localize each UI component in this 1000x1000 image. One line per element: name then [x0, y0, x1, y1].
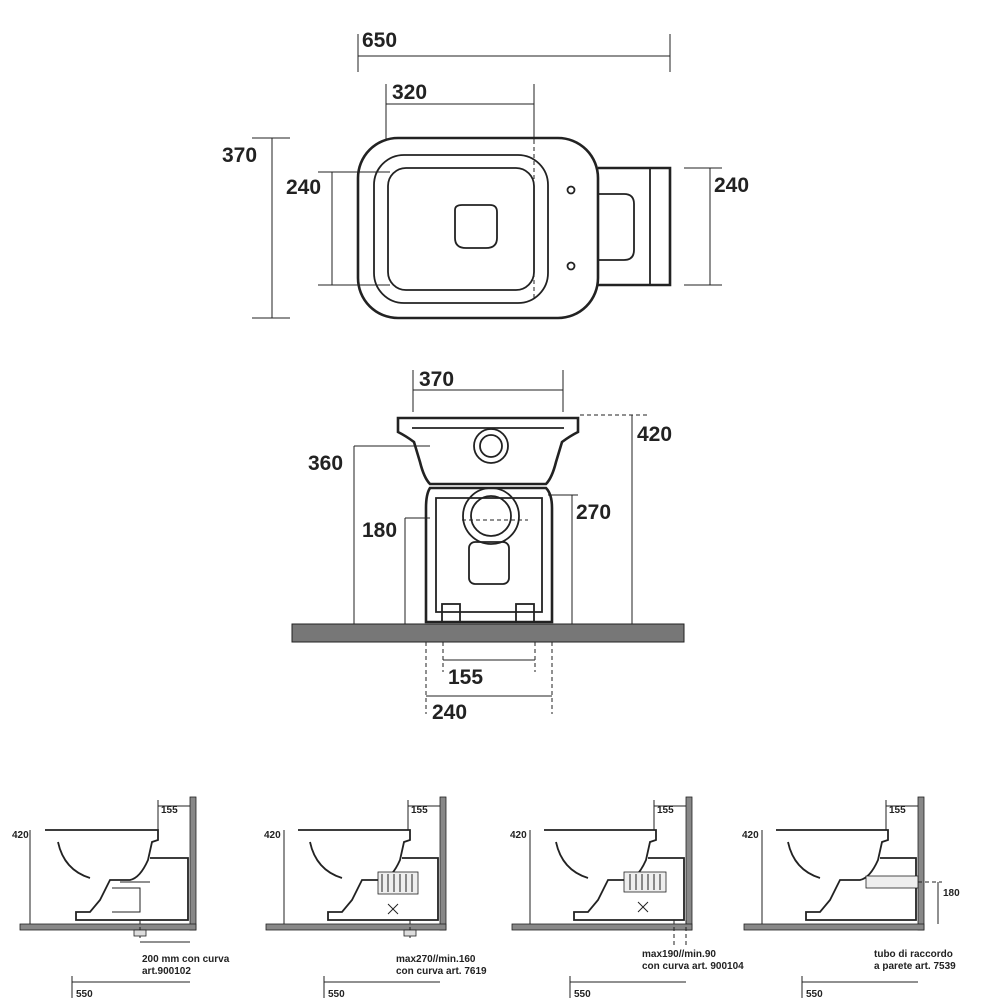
inst3-depth: 550: [574, 989, 591, 1000]
inlet-ring-inner: [479, 434, 503, 458]
inlet-ring-outer: [473, 428, 509, 464]
top-view: 650 320 370 240 240: [222, 29, 749, 320]
inst4-depth: 550: [806, 989, 823, 1000]
inst1-height: 420: [12, 830, 29, 841]
tank-outline: [598, 166, 672, 287]
inst1-note-line2: art.900102: [142, 966, 191, 977]
inst2-note-line1: max270//min.160: [396, 954, 476, 965]
installation-view-1: 155 420 200 mm con curva art.900102 550: [12, 796, 230, 1000]
inst3-offset: 155: [657, 805, 674, 816]
hinge-hole-top: [566, 185, 576, 195]
installation-view-2: 155 420 max270//min.160 con curva art. 7…: [264, 796, 487, 1000]
dim-height-outlet: 270: [576, 501, 611, 524]
inst1-offset: 155: [161, 805, 178, 816]
dim-depth-inner: 240: [286, 176, 321, 199]
front-pedestal: [424, 486, 554, 624]
dim-height-total: 420: [637, 423, 672, 446]
inst4-height: 420: [742, 830, 759, 841]
inst3-height: 420: [510, 830, 527, 841]
bowl-inner: [387, 167, 535, 291]
outlet-ring-inner: [470, 495, 512, 537]
inst2-offset: 155: [411, 805, 428, 816]
installation-view-4: 155 420 180 tubo di raccordo a parete ar…: [742, 796, 960, 1000]
dim-height-bowl: 360: [308, 452, 343, 475]
hinge-hole-bottom: [566, 261, 576, 271]
dim-base-outer: 240: [432, 701, 467, 724]
inst2-height: 420: [264, 830, 281, 841]
inst3-note-line2: con curva art. 900104: [642, 961, 744, 972]
dim-height-inlet: 180: [362, 519, 397, 542]
installation-view-3: 155 420 max190//min.90 con curva art. 90…: [510, 796, 744, 1000]
dim-base-inner: 155: [448, 666, 483, 689]
dim-front-width: 370: [419, 368, 454, 391]
front-rim: [396, 416, 580, 486]
inst2-note-line2: con curva art. 7619: [396, 966, 487, 977]
inst1-note-line1: 200 mm con curva: [142, 954, 230, 965]
inst3-note-line1: max190//min.90: [642, 949, 716, 960]
inst4-offset: 155: [889, 805, 906, 816]
front-view: 370 420 360 270 180: [291, 368, 685, 724]
dim-width-total: 650: [362, 29, 397, 52]
dim-tank-depth: 240: [714, 174, 749, 197]
drain-hole: [454, 204, 498, 249]
seat-outline: [373, 154, 549, 304]
inst1-depth: 550: [76, 989, 93, 1000]
inst4-side: 180: [943, 888, 960, 899]
inst2-depth: 550: [328, 989, 345, 1000]
inst4-note-line2: a parete art. 7539: [874, 961, 956, 972]
outlet-ring-outer: [462, 487, 520, 545]
trap-outline: [468, 541, 510, 585]
dim-width-bowl: 320: [392, 81, 427, 104]
floor-slab: [291, 623, 685, 643]
dim-depth-total: 370: [222, 144, 257, 167]
bowl-outline: [356, 136, 600, 320]
inst4-note-line1: tubo di raccordo: [874, 949, 953, 960]
